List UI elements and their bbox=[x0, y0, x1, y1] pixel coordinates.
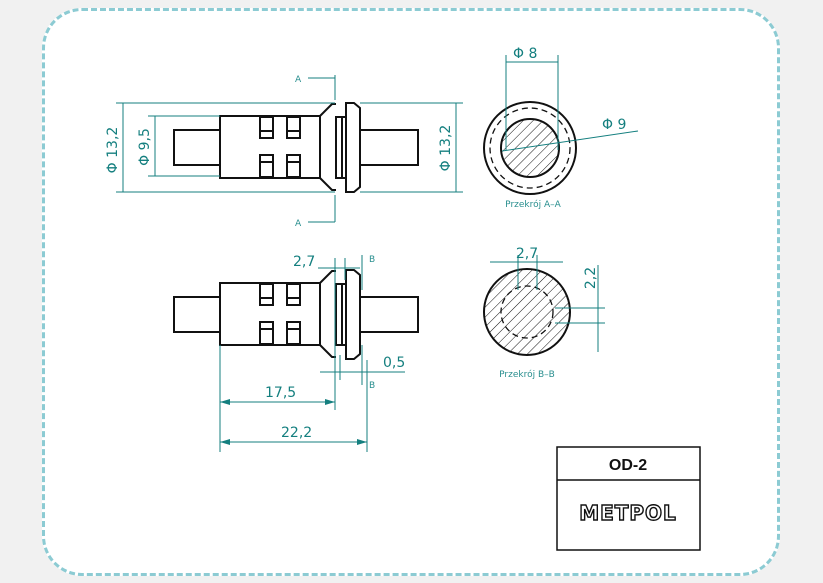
dim-section-b-width: 2,7 bbox=[516, 246, 538, 262]
dim-slot: 2,7 bbox=[293, 254, 315, 270]
section-b-label: Przekrój B–B bbox=[499, 369, 555, 380]
section-mark-b-top: B bbox=[369, 255, 375, 265]
section-a-label: Przekrój A–A bbox=[505, 199, 561, 210]
part-number: OD-2 bbox=[609, 457, 647, 474]
dim-outer-left: Φ 13,2 bbox=[105, 127, 121, 174]
company-logo: METPOL bbox=[579, 501, 677, 525]
dim-gap: 0,5 bbox=[383, 355, 405, 371]
title-block: OD-2 METPOL bbox=[556, 446, 701, 551]
dim-len2: 22,2 bbox=[281, 425, 312, 441]
dim-section-a-outer: Φ 9 bbox=[602, 117, 626, 133]
dim-len1: 17,5 bbox=[265, 385, 296, 401]
dim-inner: Φ 9,5 bbox=[137, 128, 153, 166]
dim-section-a-inner: Φ 8 bbox=[513, 46, 537, 62]
dim-section-b-height: 2,2 bbox=[583, 267, 599, 289]
section-mark-a-bottom: A bbox=[295, 219, 302, 229]
bottom-view: B B 2,7 0,5 17,5 22,2 bbox=[173, 254, 419, 452]
dim-outer-right: Φ 13,2 bbox=[438, 125, 454, 172]
section-mark-a-top: A bbox=[295, 75, 302, 85]
top-view: A A Φ 13,2 Φ 9,5 Φ 13,2 bbox=[105, 75, 463, 229]
section-a: Φ 8 Φ 9 Przekrój A–A bbox=[483, 46, 639, 210]
section-b: 2,7 2,2 Przekrój B–B bbox=[483, 246, 605, 380]
section-mark-b-bottom: B bbox=[369, 381, 375, 391]
